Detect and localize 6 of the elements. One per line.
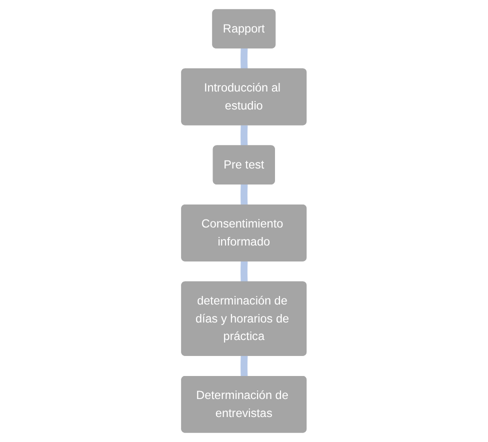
flowchart-drawing: Rapport Introducción al estudio Pre test Consentimiento informado determinación de días y horarios de práctica Determinación de entrevistas — [176, 4, 312, 438]
connector — [240, 260, 248, 284]
connector — [240, 123, 248, 148]
connector — [240, 46, 248, 71]
connector — [240, 182, 248, 207]
connector — [240, 354, 248, 378]
